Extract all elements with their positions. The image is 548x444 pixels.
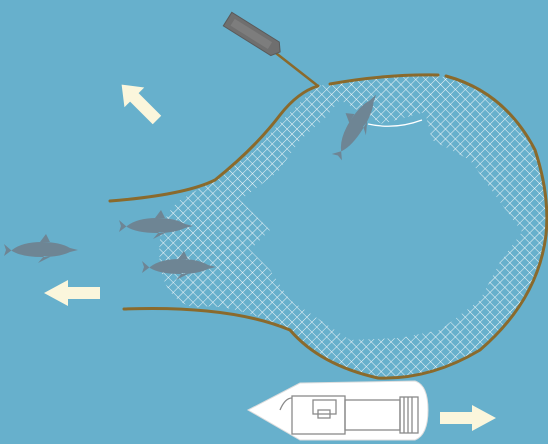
vessel-bridge (312, 399, 337, 415)
vessel-stern-block (399, 396, 419, 434)
motion-arrow-up-left (121, 84, 162, 125)
skiff-deck (230, 18, 273, 49)
tow-line (271, 49, 319, 87)
dolphin-icon (142, 251, 216, 280)
purse-seine-net (159, 75, 547, 378)
float-line (108, 73, 548, 380)
motion-arrow-right (440, 405, 496, 431)
fishing-vessel (246, 380, 429, 441)
vessel-hatch (317, 409, 331, 419)
dolphin-icon (4, 234, 78, 263)
dolphin-icon (331, 94, 377, 161)
towing-skiff (222, 11, 319, 87)
motion-arrow-left (44, 280, 100, 306)
net-drawline (367, 119, 423, 127)
dolphin-icon (119, 210, 193, 239)
